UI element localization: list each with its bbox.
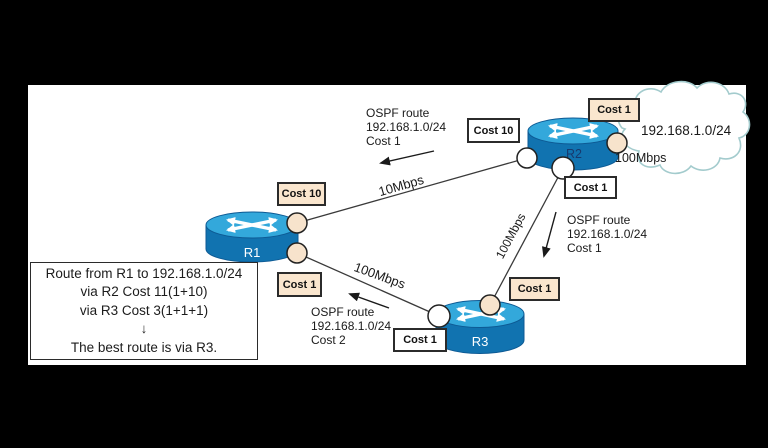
cost-box-r3-to-r2: Cost 1 <box>509 277 560 301</box>
port-r3-to-r1 <box>427 304 451 328</box>
router-arrows-icon <box>548 123 599 139</box>
cost-box-r1-to-r2: Cost 10 <box>277 182 326 206</box>
cost-box-label: Cost 1 <box>597 104 631 116</box>
annotation-line: 192.168.1.0/24 <box>311 319 392 333</box>
conclusion-line: via R2 Cost 11(1+10) <box>80 284 208 300</box>
annotation-line: 192.168.1.0/24 <box>366 120 447 134</box>
cost-box-label: Cost 10 <box>473 124 514 137</box>
router-r1: R1 <box>205 211 299 263</box>
ospf-annotation-right: OSPF route 192.168.1.0/24 Cost 1 <box>567 213 647 255</box>
annotation-line: OSPF route <box>567 213 631 227</box>
ospf-annotation-bottom: OSPF route 192.168.1.0/24 Cost 2 <box>311 305 391 347</box>
annotation-line: Cost 1 <box>567 241 602 255</box>
annotation-line: Cost 1 <box>366 134 401 148</box>
cost-box-r1-to-r3: Cost 1 <box>277 272 322 297</box>
arrow-ospf-bottom <box>348 292 390 309</box>
conclusion-line: The best route is via R3. <box>70 339 218 355</box>
annotation-line: OSPF route <box>366 106 430 120</box>
router-arrows-icon <box>226 217 278 233</box>
link-r2-r3 <box>489 167 564 306</box>
route-conclusion-box: Route from R1 to 192.168.1.0/24 via R2 C… <box>30 262 258 360</box>
cost-box-r2-to-r1: Cost 10 <box>467 118 520 143</box>
cost-box-label: Cost 1 <box>573 181 608 194</box>
port-r3-to-r2 <box>479 294 501 316</box>
link-r1-r3 <box>296 252 440 317</box>
router-r3-label: R3 <box>472 334 489 349</box>
port-r1-to-r3 <box>286 242 308 264</box>
cost-box-label: Cost 1 <box>403 334 437 346</box>
cost-box-label: Cost 1 <box>517 283 552 295</box>
down-arrow-glyph: ↓ <box>140 321 148 337</box>
router-r2-label: R2 <box>566 147 582 161</box>
port-r2-to-cloud <box>606 132 628 154</box>
annotation-line: OSPF route <box>311 305 375 319</box>
link-speed-r2-cloud: 100Mbps <box>615 151 667 165</box>
port-r2-to-r1 <box>516 147 538 169</box>
arrow-ospf-top <box>379 150 435 166</box>
annotation-line: 192.168.1.0/24 <box>567 227 648 241</box>
port-r1-to-r2 <box>286 212 308 234</box>
cost-box-label: Cost 1 <box>282 278 317 291</box>
network-cloud <box>617 80 751 175</box>
port-r2-to-r3 <box>551 156 575 180</box>
link-r1-r2 <box>296 157 528 224</box>
cost-box-r3-to-r1: Cost 1 <box>393 328 447 352</box>
cost-box-r2-cloud: Cost 1 <box>588 98 640 122</box>
conclusion-line: Route from R1 to 192.168.1.0/24 <box>45 265 243 281</box>
router-r2: R2 <box>527 117 619 171</box>
ospf-annotation-top: OSPF route 192.168.1.0/24 Cost 1 <box>366 106 446 148</box>
cloud-network-label: 192.168.1.0/24 <box>641 123 732 138</box>
router-r1-label: R1 <box>244 245 261 260</box>
cost-box-label: Cost 10 <box>281 188 322 200</box>
router-r3: R3 <box>435 300 525 354</box>
arrow-ospf-right <box>542 211 557 258</box>
conclusion-line: via R3 Cost 3(1+1+1) <box>79 302 209 318</box>
cost-box-r2-to-r3: Cost 1 <box>564 176 617 199</box>
annotation-line: Cost 2 <box>311 333 346 347</box>
